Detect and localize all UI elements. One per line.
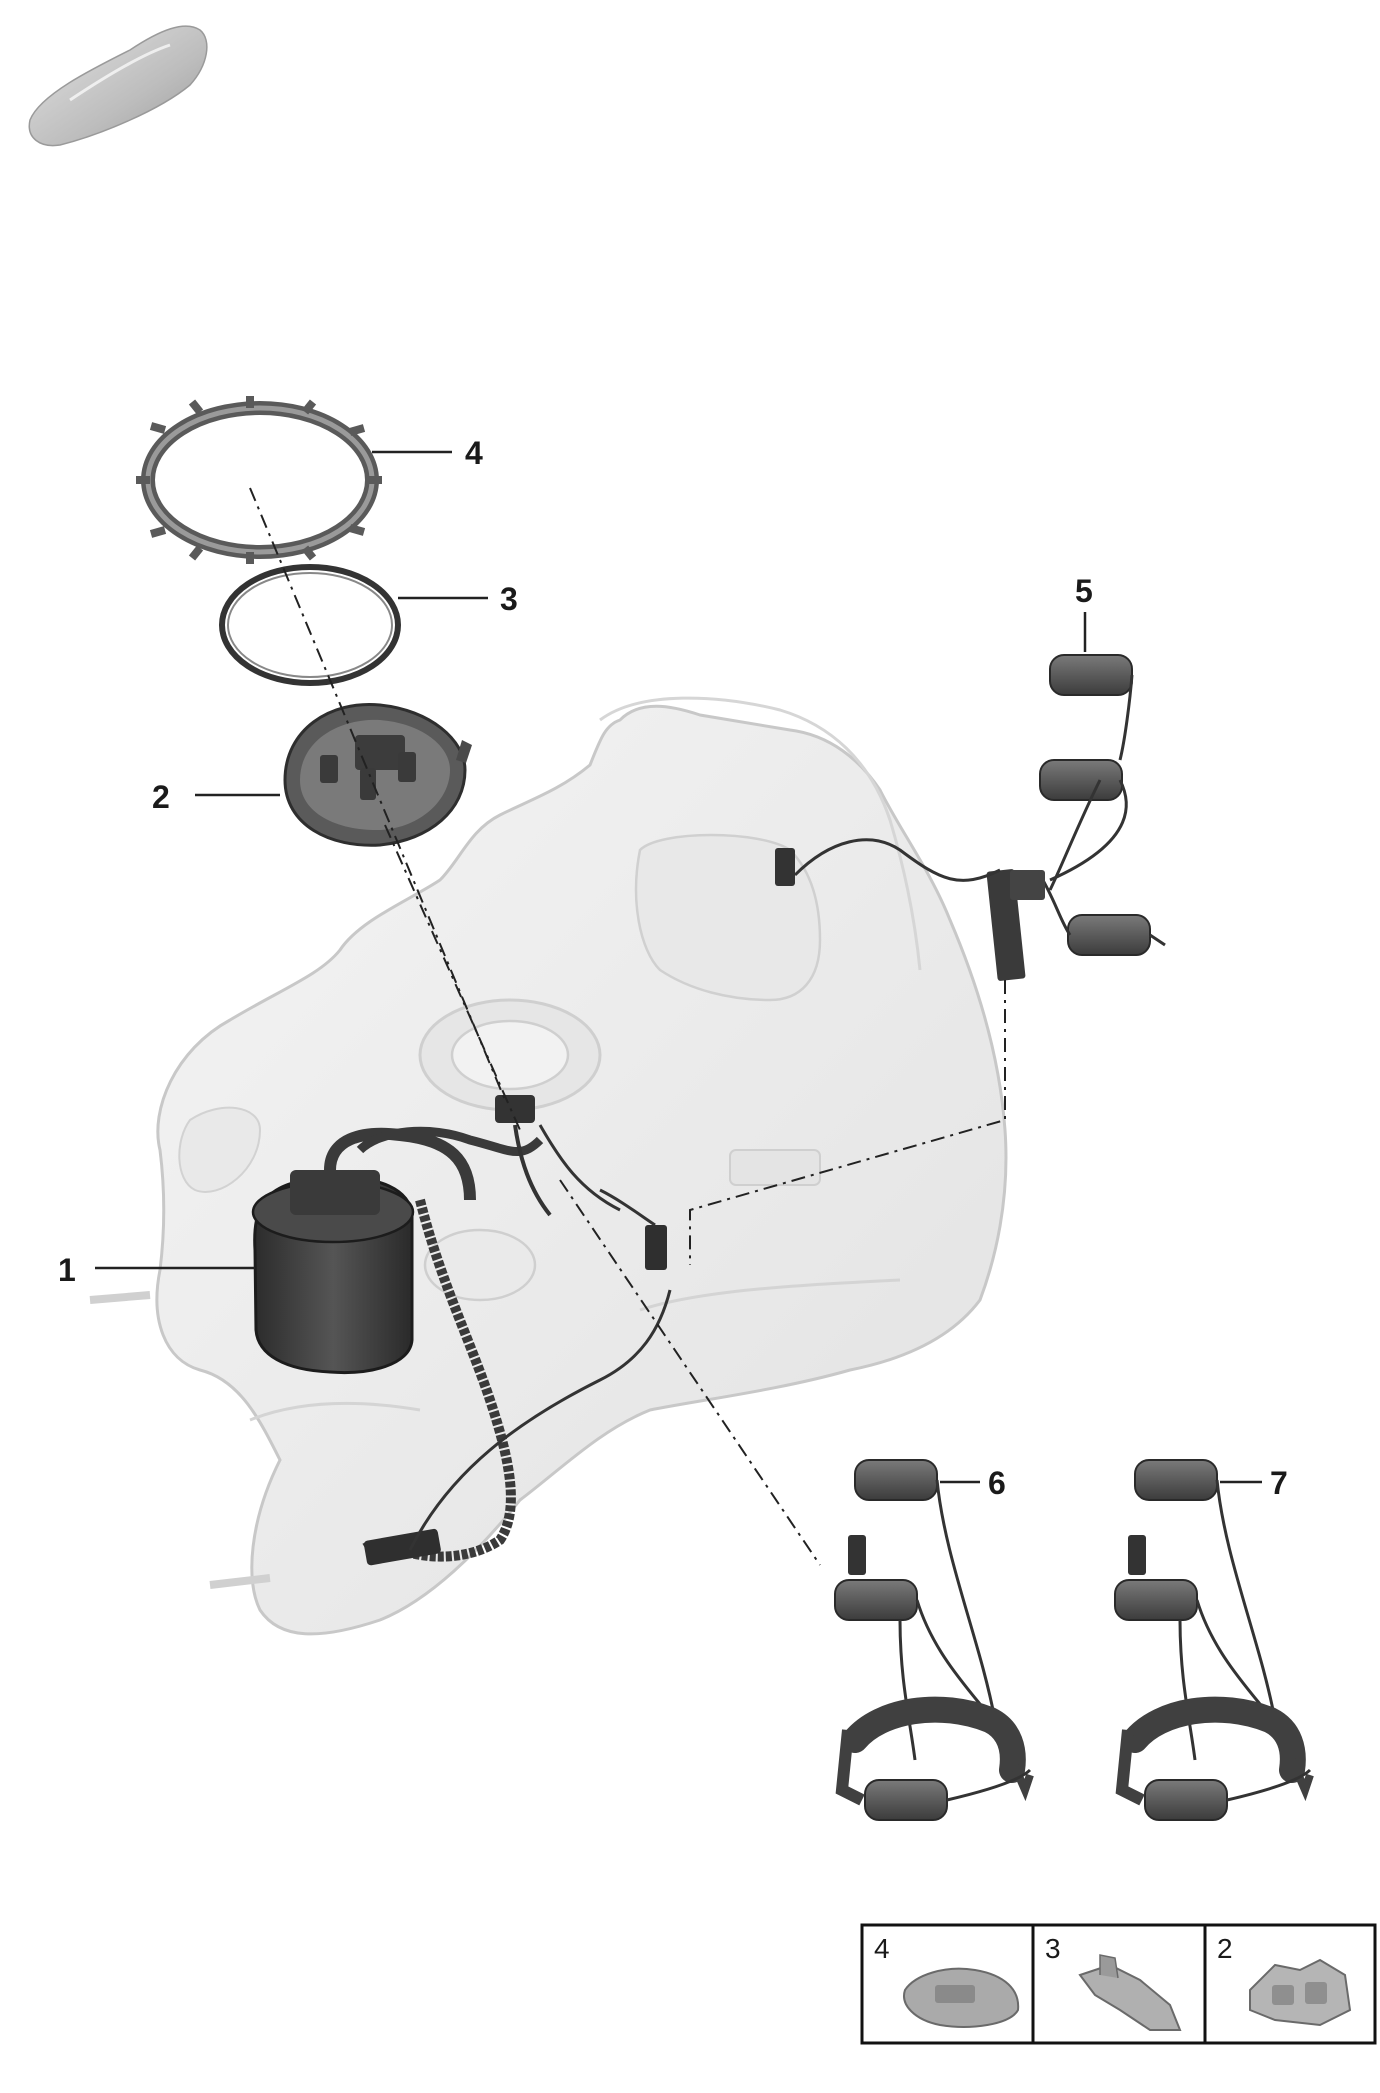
assembly-lines bbox=[249, 487, 1006, 1566]
body-variant-2-icon bbox=[1249, 1958, 1352, 2027]
legend-cell-4: 4 bbox=[874, 1933, 1020, 2028]
level-sensor-7 bbox=[1114, 1459, 1314, 1821]
fuel-pump-module bbox=[251, 1095, 672, 1566]
flange-cover bbox=[283, 702, 472, 847]
legend-number: 4 bbox=[874, 1933, 890, 1964]
body-variant-3-icon bbox=[1078, 1954, 1182, 2031]
legend-number: 2 bbox=[1217, 1933, 1233, 1964]
callout-7: 7 bbox=[1270, 1465, 1288, 1501]
callout-2: 2 bbox=[152, 779, 170, 815]
fuel-tank bbox=[89, 696, 1008, 1636]
locking-ring bbox=[136, 396, 382, 564]
legend-cell-2: 2 bbox=[1217, 1933, 1352, 2027]
callout-3: 3 bbox=[500, 581, 518, 617]
vehicle-model-icon bbox=[28, 25, 208, 147]
callout-1: 1 bbox=[58, 1252, 76, 1288]
variant-legend: 4 3 2 bbox=[860, 1923, 1377, 2045]
seal-ring bbox=[219, 564, 401, 686]
callout-6: 6 bbox=[988, 1465, 1006, 1501]
body-variant-4-icon bbox=[903, 1967, 1020, 2028]
legend-number: 3 bbox=[1045, 1933, 1061, 1964]
level-sensor-6 bbox=[834, 1459, 1034, 1821]
leader-lines bbox=[95, 450, 1262, 1484]
callout-4: 4 bbox=[465, 435, 483, 471]
callout-5: 5 bbox=[1075, 573, 1093, 609]
level-sensor-5 bbox=[775, 654, 1166, 981]
legend-cell-3: 3 bbox=[1045, 1933, 1182, 2031]
